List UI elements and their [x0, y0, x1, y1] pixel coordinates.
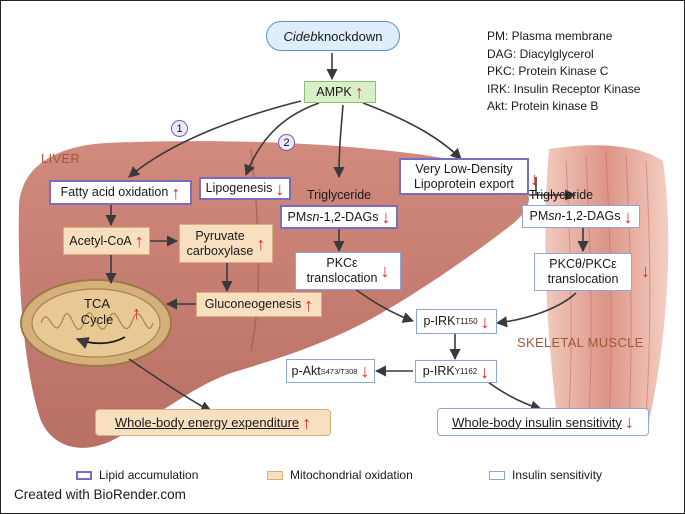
up-arrow-icon: ↑ — [302, 412, 312, 433]
up-arrow-icon: ↑ — [134, 231, 144, 251]
p-akt-label: p-Akt — [291, 363, 321, 378]
down-arrow-icon: ↓ — [624, 412, 634, 432]
down-arrow-icon: ↓ — [480, 311, 490, 332]
pm-dag-sn: sn — [548, 209, 562, 223]
abbreviation-akt: Akt: Protein kinase B — [487, 99, 599, 113]
pyruvate-carboxylase-node: Pyruvate carboxylase ↑ — [179, 224, 273, 263]
pkce-translocation-node: PKCε translocation ↓ — [295, 252, 401, 290]
vldl-export-node: Very Low-Density Lipoprotein export — [399, 158, 529, 195]
legend-label-lipid: Lipid accumulation — [99, 468, 199, 482]
triglyceride-muscle-label: Triglyceride — [529, 188, 594, 202]
lipogenesis-label: Lipogenesis — [205, 181, 273, 195]
pathway-arrows — [105, 53, 589, 412]
abbreviation-pkc: PKC: Protein Kinase C — [487, 64, 609, 78]
pm-dag-suffix: -1,2-DAGs — [561, 209, 621, 223]
down-arrow-icon: ↓ — [641, 261, 650, 281]
knockdown-label: knockdown — [317, 28, 383, 44]
down-arrow-icon: ↓ — [530, 169, 539, 189]
p-akt-site: S473/T308 — [320, 366, 358, 376]
mitochondrion-illustration — [20, 279, 172, 367]
down-arrow-icon: ↓ — [381, 207, 391, 227]
pm-dag-prefix: PM — [529, 209, 549, 223]
pkce-label-line1: PKCε — [326, 256, 358, 270]
tca-label-line1: TCA — [84, 296, 110, 311]
abbreviation-dag: DAG: Diacylglycerol — [487, 46, 594, 61]
legend-label-insulin: Insulin sensitivity — [512, 468, 603, 482]
abbreviations-list: PM: Plasma membrane DAG: Diacylglycerol … — [487, 28, 640, 116]
up-arrow-icon: ↑ — [256, 233, 266, 254]
pkc-muscle-label-line2: translocation — [547, 272, 619, 286]
cideb-gene-label: Cideb — [283, 28, 318, 44]
acetyl-coa-label: Acetyl-CoA — [69, 233, 132, 248]
fatty-acid-oxidation-node: Fatty acid oxidation↑ — [49, 180, 192, 205]
down-arrow-icon: ↓ — [480, 361, 490, 382]
pkc-muscle-translocation-node: PKCθ/PKCε translocation — [534, 253, 632, 291]
legend-swatch-insulin — [489, 471, 505, 480]
ampk-node: AMPK↑ — [304, 81, 376, 103]
p-irk-label: p-IRK — [423, 314, 456, 328]
up-arrow-icon: ↑ — [132, 303, 141, 323]
energy-expenditure-node: Whole-body energy expenditure↑ — [95, 409, 331, 436]
tca-label-line2: Cycle — [80, 312, 114, 327]
abbreviation-pm: PM: Plasma membrane — [487, 29, 613, 43]
muscle-region-label: SKELETAL MUSCLE — [517, 335, 644, 350]
pyruvate-label-line1: Pyruvate — [195, 228, 245, 243]
pathway-marker-2: 2 — [278, 134, 295, 151]
biorender-credit: Created with BioRender.com — [14, 487, 186, 502]
legend-label-mito: Mitochondrial oxidation — [290, 468, 413, 482]
p-irk-site: T1150 — [455, 317, 478, 326]
pm-dag-prefix: PM — [287, 209, 307, 224]
p-irk-site: Y1162 — [454, 367, 478, 376]
gluconeogenesis-node: Gluconeogenesis↑ — [196, 292, 322, 317]
down-arrow-icon: ↓ — [623, 206, 633, 227]
down-arrow-icon: ↓ — [380, 261, 390, 281]
up-arrow-icon: ↑ — [354, 82, 364, 102]
legend-swatch-mito — [267, 471, 283, 480]
pm-dag-muscle-node: PM sn-1,2-DAGs↓ — [522, 205, 640, 228]
pkce-label-line2: translocation — [306, 271, 378, 285]
vldl-label-line2: Lipoprotein export — [413, 176, 515, 191]
pkc-muscle-label-line1: PKCθ/PKCε — [549, 257, 617, 271]
insulin-sensitivity-label: Whole-body insulin sensitivity — [452, 414, 622, 430]
pm-dag-sn: sn — [306, 209, 320, 224]
pathway-marker-1: 1 — [171, 120, 188, 137]
triglyceride-liver-label: Triglyceride — [307, 188, 372, 202]
pm-dag-suffix: -1,2-DAGs — [319, 209, 379, 224]
insulin-sensitivity-node: Whole-body insulin sensitivity↓ — [437, 408, 649, 436]
acetyl-coa-node: Acetyl-CoA↑ — [63, 227, 150, 255]
down-arrow-icon: ↓ — [275, 178, 285, 199]
gluconeogenesis-label: Gluconeogenesis — [204, 297, 302, 311]
abbreviation-irk: IRK: Insulin Receptor Kinase — [487, 81, 641, 96]
pm-dag-liver-node: PM sn-1,2-DAGs↓ — [280, 205, 398, 229]
lipogenesis-node: Lipogenesis↓ — [199, 177, 291, 200]
cideb-knockdown-pill: Cideb knockdown — [266, 21, 400, 51]
up-arrow-icon: ↑ — [171, 182, 181, 203]
down-arrow-icon: ↓ — [360, 361, 370, 381]
energy-expenditure-label: Whole-body energy expenditure — [114, 415, 300, 430]
up-arrow-icon: ↑ — [304, 294, 314, 315]
fatty-acid-oxidation-label: Fatty acid oxidation — [60, 185, 169, 199]
vldl-label-line1: Very Low-Density — [415, 161, 513, 176]
ampk-label: AMPK — [316, 84, 352, 99]
p-irk-label: p-IRK — [422, 364, 455, 378]
tca-cycle-label: TCA Cycle — [69, 296, 125, 328]
legend-swatch-lipid — [76, 471, 92, 480]
liver-region-label: LIVER — [41, 151, 81, 166]
tca-cycle-arrow — [75, 336, 126, 349]
pyruvate-label-line2: carboxylase — [186, 243, 254, 258]
